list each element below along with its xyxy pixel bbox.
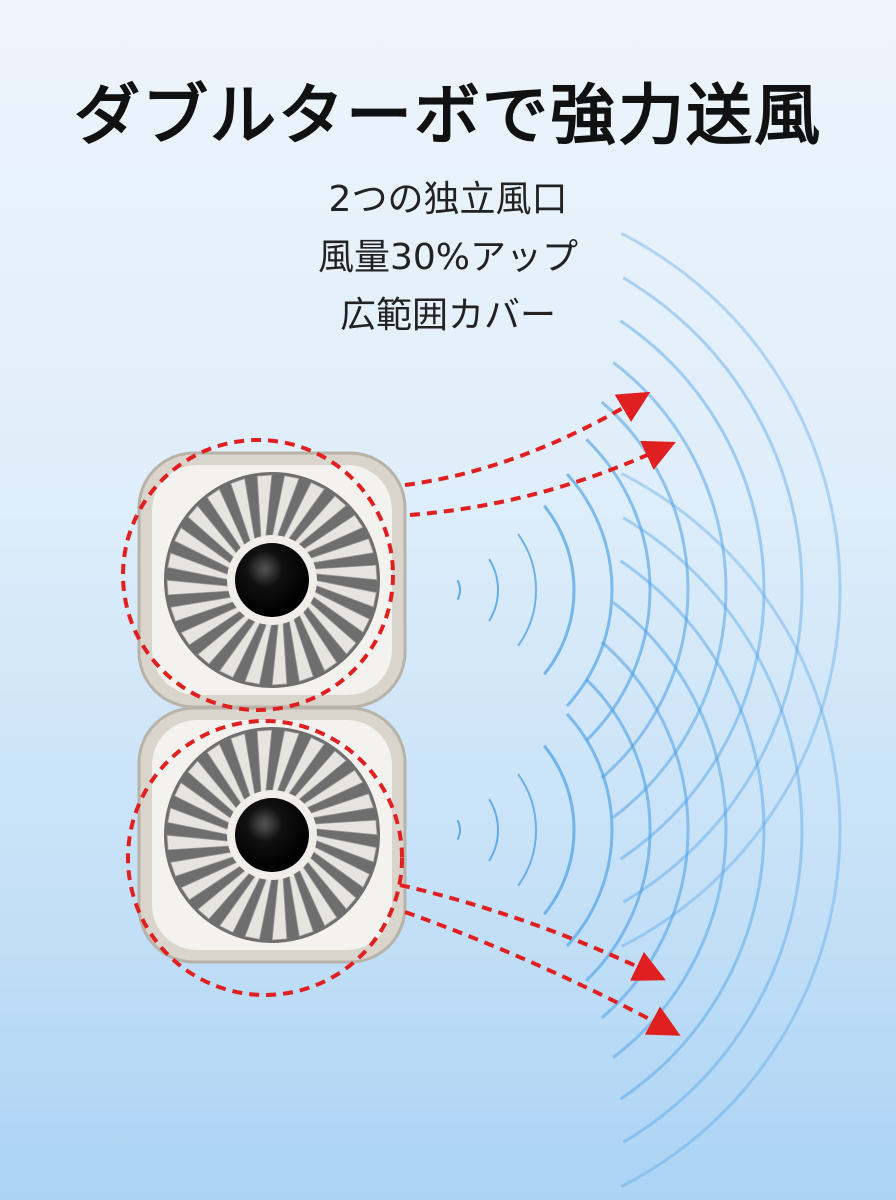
wave-arc <box>600 400 690 780</box>
wave-arc <box>612 361 728 819</box>
wave-arc <box>619 319 766 861</box>
wave-arc <box>517 773 537 887</box>
wave-arc <box>488 798 499 862</box>
wave-arc <box>612 601 728 1059</box>
wave-arc <box>622 516 804 1144</box>
wave-arc <box>600 640 690 1020</box>
wave-arc <box>517 533 537 647</box>
wave-arc <box>620 232 842 948</box>
feature-3: 広範囲カバー <box>339 295 556 336</box>
wave-arc <box>622 276 804 904</box>
wave-arc <box>619 559 766 1101</box>
wave-arc <box>565 473 614 707</box>
wind-waves-icon <box>456 232 842 1188</box>
wave-arc <box>620 472 842 1188</box>
headline: ダブルターボで強力送風 <box>74 77 822 154</box>
wave-arc <box>585 438 652 742</box>
airflow-arrow-icon <box>121 391 681 1036</box>
fan-icon <box>137 451 407 709</box>
wave-arc <box>456 579 461 601</box>
wave-arc <box>565 713 614 947</box>
feature-2: 風量30%アップ <box>317 237 579 278</box>
fan-icon <box>137 706 407 964</box>
wave-arc <box>585 678 652 982</box>
wave-arc <box>488 558 499 622</box>
wave-arc <box>543 744 576 916</box>
wave-arc <box>456 819 461 841</box>
feature-1: 2つの独立風口 <box>328 179 568 220</box>
wave-arc <box>543 504 576 676</box>
